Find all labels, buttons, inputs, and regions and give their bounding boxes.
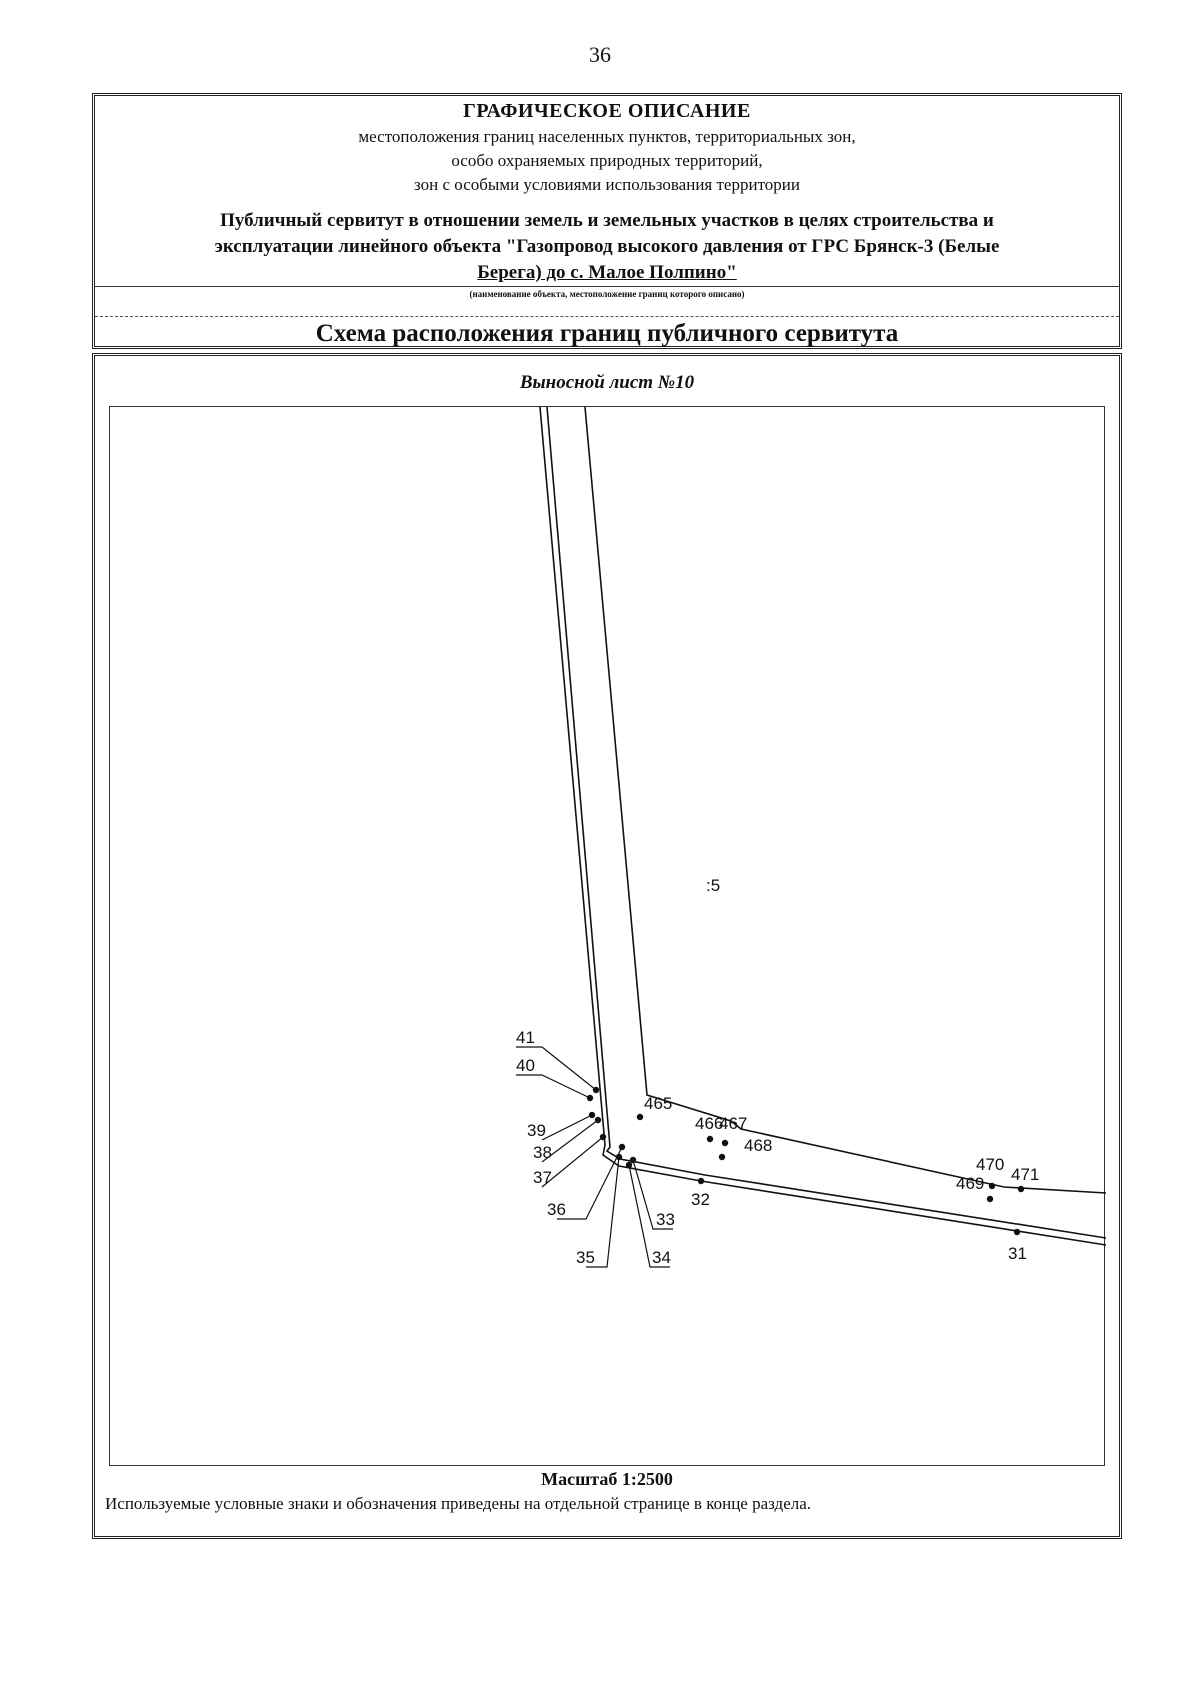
point-33 xyxy=(629,1156,637,1164)
label-40: 40 xyxy=(516,1056,535,1075)
label-468: 468 xyxy=(744,1136,772,1155)
point-39 xyxy=(588,1111,596,1119)
scheme-rule xyxy=(95,316,1119,317)
leader-41 xyxy=(516,1046,597,1091)
point-40 xyxy=(586,1094,594,1102)
boundary-line-left-inner xyxy=(546,407,1106,1239)
label-471: 471 xyxy=(1011,1165,1039,1184)
point-36 xyxy=(618,1143,626,1151)
point-466 xyxy=(706,1135,714,1143)
label-33: 33 xyxy=(656,1210,675,1229)
leader-37 xyxy=(541,1136,604,1188)
point-38 xyxy=(594,1116,602,1124)
leader-40 xyxy=(516,1074,591,1099)
subtitle-line-1: местоположения границ населенных пунктов… xyxy=(358,127,856,146)
leader-39 xyxy=(541,1114,593,1141)
label-35: 35 xyxy=(576,1248,595,1267)
label-32: 32 xyxy=(691,1190,710,1209)
object-line-3: Берега) до с. Малое Полпино" xyxy=(95,262,1119,284)
label-39: 39 xyxy=(527,1121,546,1140)
label-31: 31 xyxy=(1008,1244,1027,1263)
label-36: 36 xyxy=(547,1200,566,1219)
label-467: 467 xyxy=(719,1114,747,1133)
scale-label: Масштаб 1:2500 xyxy=(541,1469,673,1489)
point-468 xyxy=(718,1153,726,1161)
leader-35 xyxy=(586,1156,620,1268)
sheet-block: Выносной лист №10 xyxy=(92,353,1122,1539)
point-465 xyxy=(636,1113,644,1121)
boundary-line-right xyxy=(584,407,1106,1194)
label-469: 469 xyxy=(956,1174,984,1193)
object-caption: (наименование объекта, местоположение гр… xyxy=(469,289,745,299)
scheme-title: Схема расположения границ публичного сер… xyxy=(315,320,899,347)
point-37 xyxy=(599,1133,607,1141)
subtitle-line-3: зон с особыми условиями использования те… xyxy=(414,175,800,194)
label-466: 466 xyxy=(695,1114,723,1133)
label-34: 34 xyxy=(652,1248,671,1267)
document-title: ГРАФИЧЕСКОЕ ОПИСАНИЕ xyxy=(463,100,751,122)
point-470 xyxy=(988,1182,996,1190)
subtitle-line-2: особо охраняемых природных территорий, xyxy=(451,151,763,170)
object-line-3-text: Берега) до с. Малое Полпино" xyxy=(477,262,737,283)
leader-34 xyxy=(628,1164,670,1268)
label-465: 465 xyxy=(644,1094,672,1113)
point-469 xyxy=(986,1195,994,1203)
object-line-2: эксплуатации линейного объекта "Газопров… xyxy=(214,236,1000,257)
caption-rule xyxy=(95,286,1119,287)
point-31 xyxy=(1013,1228,1021,1236)
point-34 xyxy=(625,1161,633,1169)
sheet-title: Выносной лист №10 xyxy=(519,372,695,393)
boundary-line-left-outer xyxy=(539,407,1106,1246)
point-471 xyxy=(1017,1185,1025,1193)
map-frame: :5 41 40 39 38 37 36 35 34 33 32 31 465 … xyxy=(109,406,1106,1466)
point-32 xyxy=(697,1177,705,1185)
leader-33 xyxy=(632,1159,673,1230)
page-number: 36 xyxy=(589,42,611,67)
label-38: 38 xyxy=(533,1143,552,1162)
label-470: 470 xyxy=(976,1155,1004,1174)
object-line-1: Публичный сервитут в отношении земель и … xyxy=(220,210,994,231)
label-41: 41 xyxy=(516,1028,535,1047)
label-37: 37 xyxy=(533,1168,552,1187)
map-center-label: :5 xyxy=(706,876,720,895)
map-drawing: :5 41 40 39 38 37 36 35 34 33 32 31 465 … xyxy=(516,407,1106,1268)
point-467 xyxy=(721,1139,729,1147)
point-41 xyxy=(592,1086,600,1094)
boundary-points xyxy=(586,1086,1025,1236)
point-35 xyxy=(615,1153,623,1161)
legend-note: Используемые условные знаки и обозначени… xyxy=(105,1494,812,1513)
leader-36 xyxy=(557,1146,623,1220)
header-block: ГРАФИЧЕСКОЕ ОПИСАНИЕ местоположения гран… xyxy=(92,93,1122,349)
leader-38 xyxy=(541,1119,599,1163)
